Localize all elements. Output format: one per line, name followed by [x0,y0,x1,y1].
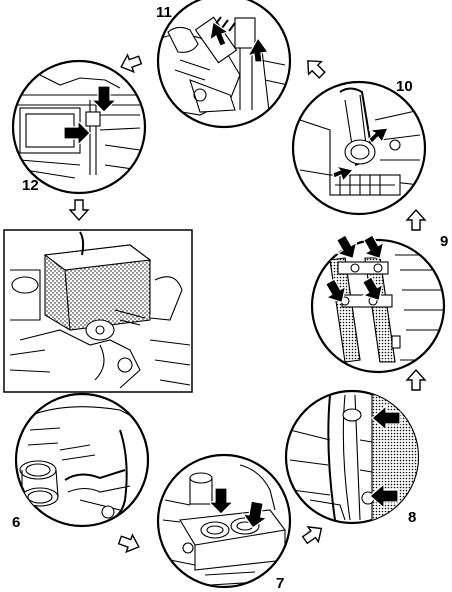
step-7-illustration [156,453,292,589]
flow-arrow-9-to-10 [405,208,427,231]
step-7-label: 7 [276,575,284,592]
step-9-illustration [310,234,446,374]
flow-arrow-11-to-12 [120,53,143,74]
step-9-label: 9 [440,233,448,250]
step-12-illustration [11,59,147,195]
step-11-illustration [156,0,292,129]
flow-arrow-6-to-7 [117,533,140,554]
flow-arrow-8-to-9 [405,368,427,391]
flow-arrow-10-to-11 [307,60,326,79]
step-11-label: 11 [156,4,172,21]
flow-arrow-7-to-8 [301,526,323,545]
step-8-label: 8 [408,509,416,526]
step-8-illustration [284,389,420,525]
step-10-label: 10 [396,78,413,95]
oil-cooler-illustration [3,229,193,393]
step-10-illustration [291,80,427,216]
step-6-illustration [14,392,150,528]
step-12-label: 12 [22,177,39,194]
step-6-label: 6 [12,514,20,531]
flow-arrow-12-to-main [68,199,90,222]
